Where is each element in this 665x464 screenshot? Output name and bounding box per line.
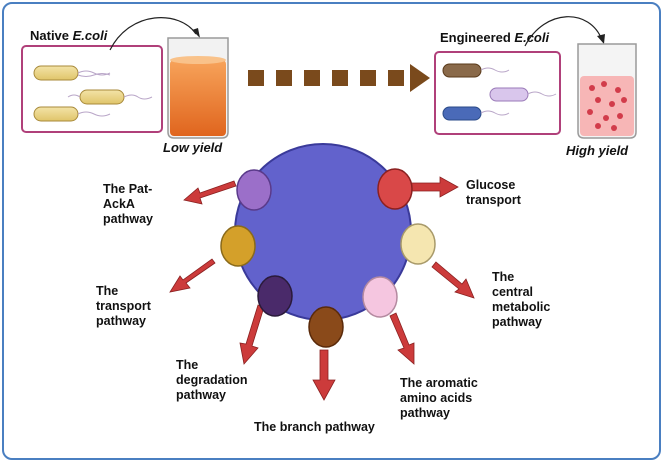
native-prefix: Native bbox=[30, 28, 73, 43]
arrow-aromatic bbox=[389, 312, 415, 365]
label-degradation: The degradation pathway bbox=[176, 358, 248, 402]
arrow-transport bbox=[169, 258, 216, 293]
arrow-central bbox=[431, 261, 475, 299]
label-glucose: Glucose transport bbox=[466, 178, 521, 207]
label-pat-acka: The Pat- AckA pathway bbox=[103, 182, 154, 226]
engineered-ecoli-label: Engineered E.coli bbox=[440, 30, 549, 45]
ecoli-cell bbox=[33, 65, 111, 81]
node-transport bbox=[220, 225, 256, 267]
node-branch bbox=[308, 306, 344, 348]
node-central bbox=[400, 223, 436, 265]
curved-arrow-head bbox=[597, 34, 605, 44]
arrow-branch bbox=[312, 349, 336, 401]
ecoli-cell bbox=[33, 106, 111, 122]
arrow-glucose bbox=[407, 176, 459, 198]
engineered-prefix: Engineered bbox=[440, 30, 515, 45]
curved-arrow bbox=[109, 17, 197, 51]
node-degradation bbox=[257, 275, 293, 317]
native-ecoli-label: Native E.coli bbox=[30, 28, 107, 43]
label-aromatic: The aromatic amino acids pathway bbox=[400, 376, 478, 420]
node-aromatic bbox=[362, 276, 398, 318]
engineered-italic: E.coli bbox=[514, 30, 550, 45]
node-glucose bbox=[377, 168, 413, 210]
ecoli-cell bbox=[489, 87, 557, 102]
diagram-frame bbox=[2, 2, 661, 460]
dashed-arrow bbox=[248, 64, 430, 92]
curved-arrow-head bbox=[192, 28, 200, 38]
arrow-degradation bbox=[239, 304, 265, 365]
curved-arrow bbox=[524, 16, 603, 47]
native-italic: E.coli bbox=[72, 28, 108, 43]
node-pat-acka bbox=[236, 169, 272, 211]
low-yield-beaker bbox=[167, 37, 229, 139]
label-branch: The branch pathway bbox=[254, 420, 375, 434]
ecoli-cell bbox=[442, 106, 510, 121]
label-central: The central metabolic pathway bbox=[492, 270, 551, 329]
arrow-pat-acka bbox=[183, 180, 237, 205]
high-yield-label: High yield bbox=[566, 143, 629, 158]
label-transport: The transport pathway bbox=[96, 284, 151, 328]
ecoli-cell bbox=[442, 63, 510, 78]
engineered-ecoli-box bbox=[434, 51, 561, 135]
low-yield-label: Low yield bbox=[163, 140, 223, 155]
ecoli-cell bbox=[67, 89, 153, 105]
high-yield-beaker bbox=[577, 43, 637, 139]
native-ecoli-box bbox=[21, 45, 163, 133]
